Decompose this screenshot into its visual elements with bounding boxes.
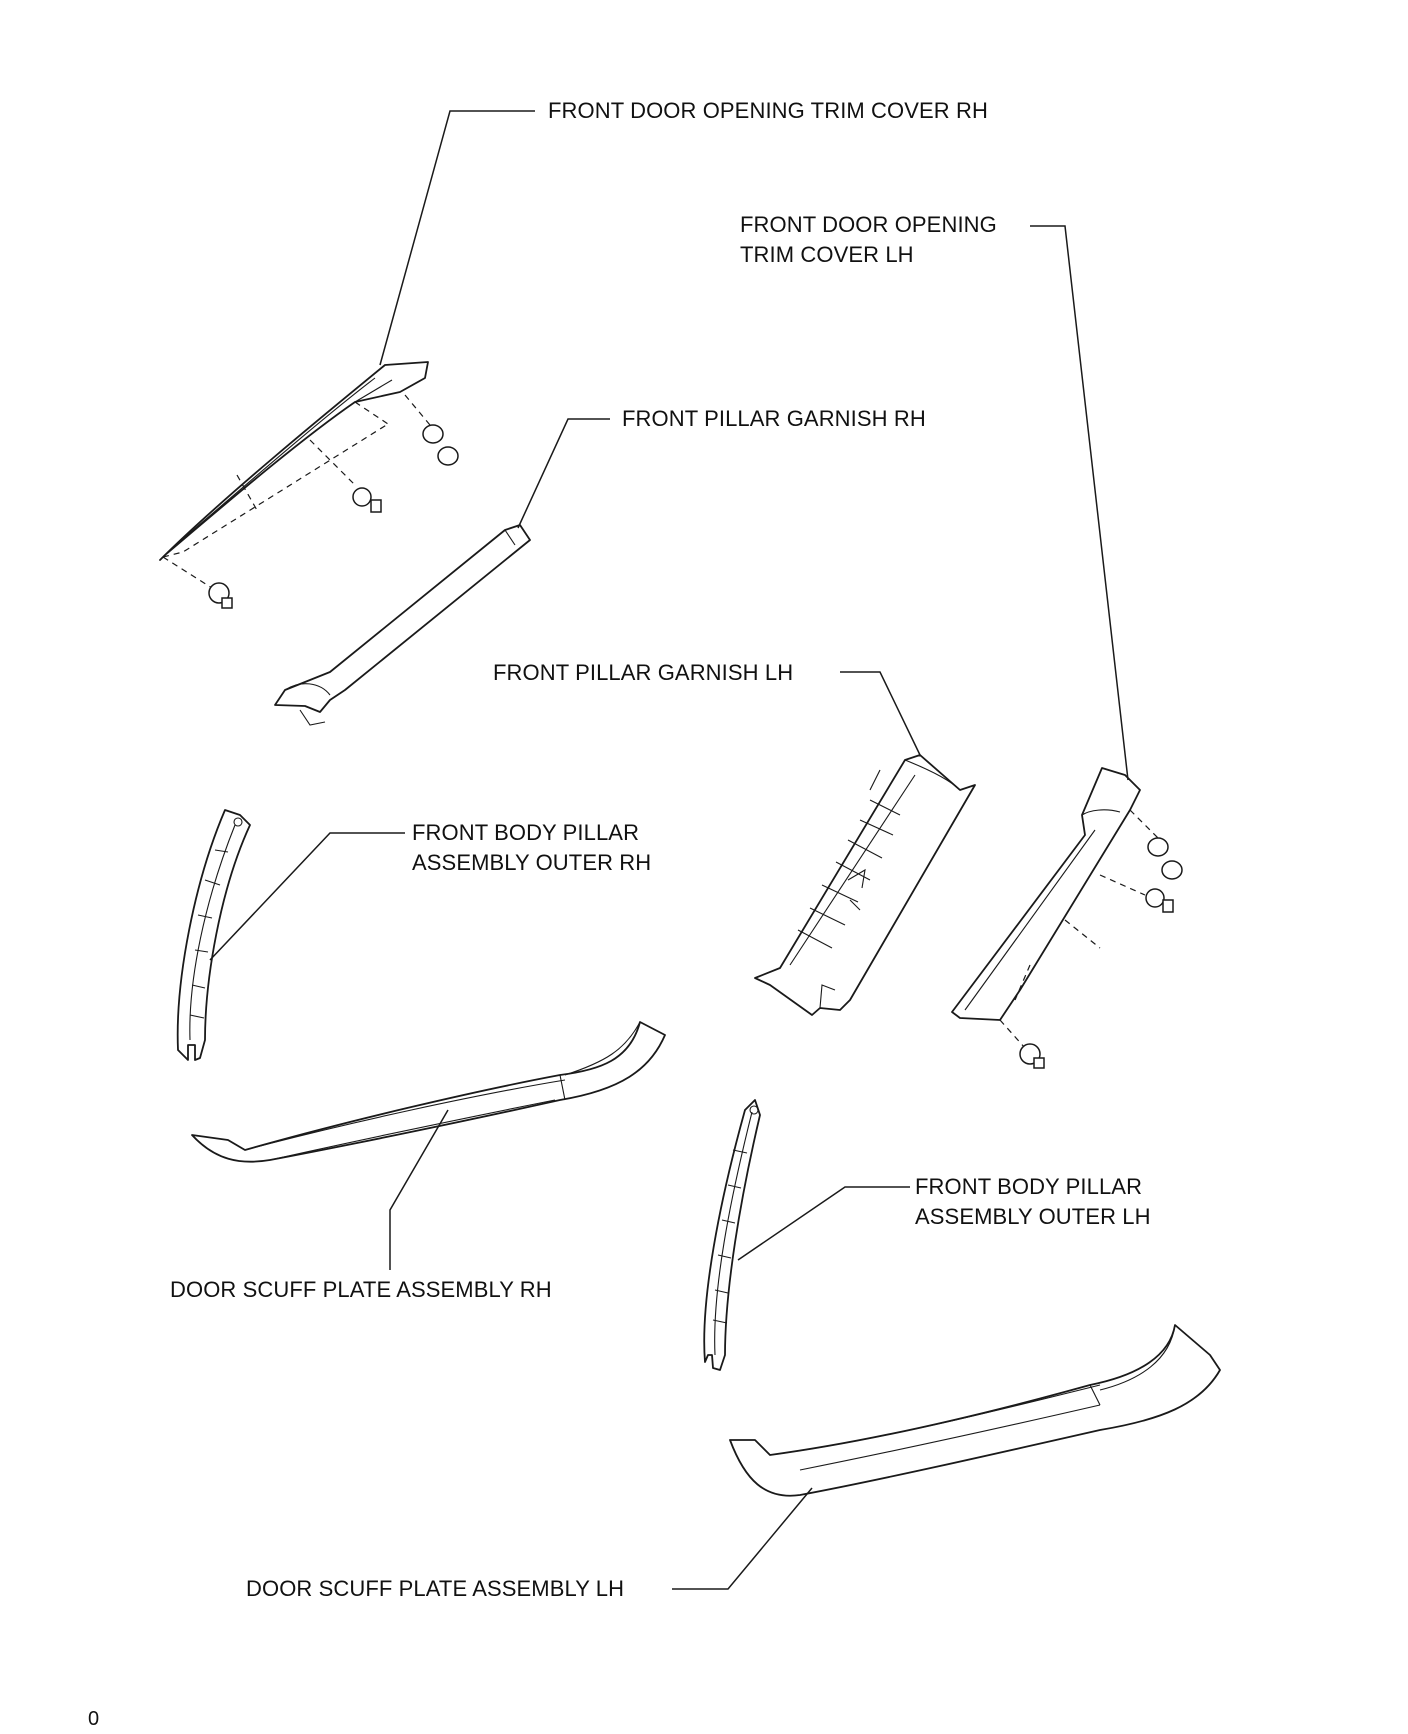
leader-body-pillar-lh	[737, 1186, 910, 1261]
label-door-scuff-plate-assembly-lh: DOOR SCUFF PLATE ASSEMBLY LH	[246, 1576, 625, 1601]
front-door-opening-trim-cover-lh-part	[951, 767, 1141, 1021]
leader-lines	[209, 110, 1129, 1590]
front-pillar-garnish-rh-part	[274, 524, 531, 726]
label-front-door-opening-trim-cover-lh: FRONT DOOR OPENING TRIM COVER LH	[740, 212, 997, 267]
door-scuff-plate-assembly-rh-part	[191, 1021, 666, 1163]
leader-garnish-lh	[840, 671, 921, 756]
front-pillar-garnish-lh-part	[754, 754, 976, 1016]
front-body-pillar-assembly-outer-lh-part	[703, 1099, 761, 1371]
trim-cover-lh-clips	[1019, 837, 1183, 1069]
leader-trim-cover-lh	[1030, 225, 1129, 781]
trim-cover-rh-clips	[208, 424, 459, 609]
leader-trim-cover-rh	[379, 110, 535, 366]
leader-garnish-rh	[517, 418, 610, 529]
page-number: 0	[88, 1708, 100, 1730]
leader-scuff-lh	[672, 1487, 813, 1590]
label-front-pillar-garnish-rh: FRONT PILLAR GARNISH RH	[622, 406, 926, 431]
front-body-pillar-assembly-outer-rh-part	[176, 809, 251, 1061]
label-front-door-opening-trim-cover-rh: FRONT DOOR OPENING TRIM COVER RH	[548, 98, 988, 123]
door-scuff-plate-assembly-lh-part	[729, 1324, 1221, 1497]
leader-body-pillar-rh	[209, 832, 405, 961]
trim-cover-lh-clip-lines	[999, 809, 1161, 1049]
label-front-body-pillar-assembly-outer-rh: FRONT BODY PILLAR ASSEMBLY OUTER RH	[412, 820, 652, 875]
leader-scuff-rh	[389, 1109, 449, 1270]
front-door-opening-trim-cover-rh-part	[159, 361, 429, 561]
label-door-scuff-plate-assembly-rh: DOOR SCUFF PLATE ASSEMBLY RH	[170, 1277, 552, 1302]
trim-cover-rh-clip-lines	[162, 394, 431, 589]
label-front-pillar-garnish-lh: FRONT PILLAR GARNISH LH	[493, 660, 794, 685]
label-front-body-pillar-assembly-outer-lh: FRONT BODY PILLAR ASSEMBLY OUTER LH	[915, 1174, 1151, 1229]
